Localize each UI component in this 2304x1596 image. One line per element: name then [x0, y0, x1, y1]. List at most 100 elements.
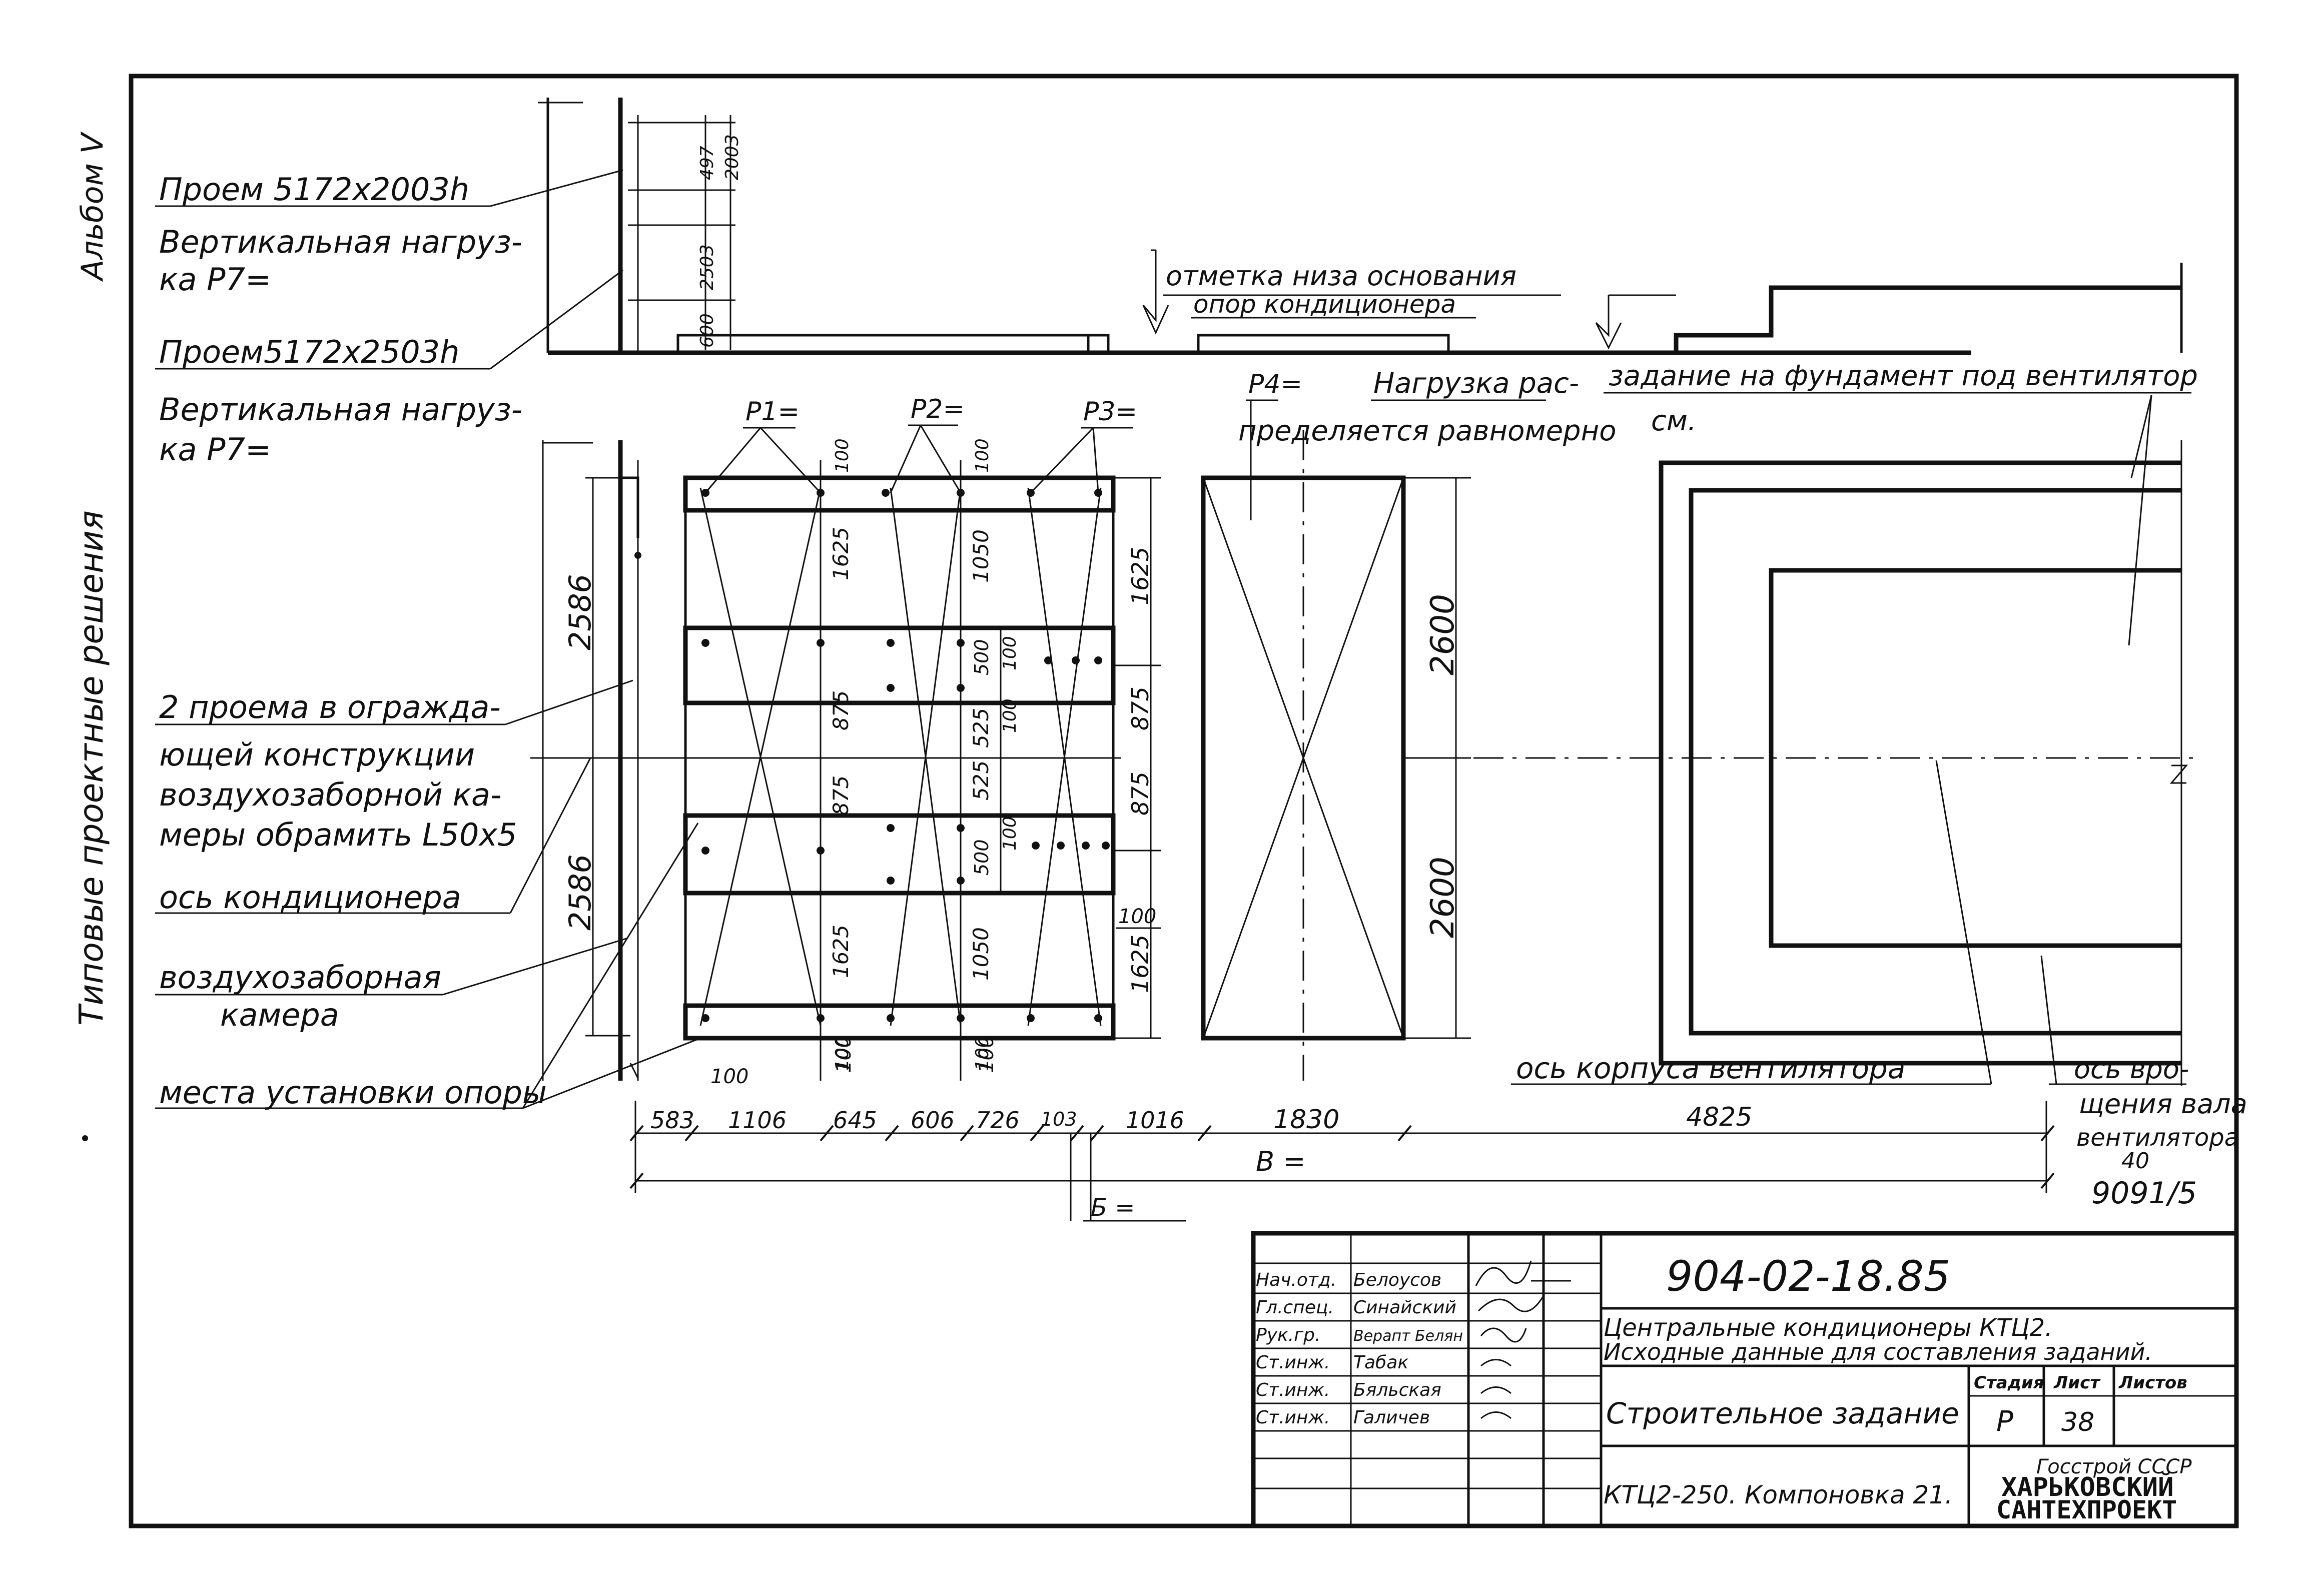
- label-p2: Р2=: [911, 394, 965, 424]
- note-fan1: задание на фундамент под вентилятор: [1609, 360, 2198, 392]
- note-frame4: меры обрамить L50x5: [159, 817, 517, 853]
- dim-103: 103: [1041, 1108, 1077, 1130]
- series-label: Типовые проектные решения: [72, 510, 111, 1026]
- note-frame3: воздухозаборной ка-: [159, 776, 501, 813]
- note-elev2: опор кондиционера: [1193, 290, 1456, 319]
- label-b: В =: [1256, 1146, 1305, 1177]
- note-shaft5: 9091/5: [2091, 1176, 2197, 1211]
- tb-role-2: Рук.гр.: [1256, 1325, 1320, 1345]
- tb-name-3: Табак: [1353, 1352, 1408, 1373]
- dim-500-a: 500: [971, 639, 993, 675]
- note-load1b: ка Р7=: [159, 261, 271, 298]
- label-p3: Р3=: [1083, 397, 1137, 427]
- note-opening1: Проем 5172x2003h: [159, 171, 469, 208]
- dim-100-b: 100: [972, 438, 993, 473]
- tb-sheet: 38: [2061, 1407, 2094, 1437]
- tb-code: 904-02-18.85: [1666, 1252, 1950, 1301]
- dim-525-a: 525: [969, 708, 993, 748]
- tb-name-1: Синайский: [1353, 1297, 1456, 1318]
- dim-2586-bottom: 2586: [563, 854, 598, 931]
- dim-1830: 1830: [1273, 1105, 1339, 1135]
- album-label: Альбом Ⅴ: [75, 131, 110, 282]
- p4-block: 2600 2600: [1201, 430, 1471, 1081]
- dim-497: 497: [697, 146, 717, 180]
- note-frame1: 2 проема в огражда-: [159, 689, 501, 725]
- note-p4-1: Нагрузка рас-: [1373, 367, 1579, 400]
- tb-name-5: Галичев: [1353, 1407, 1430, 1428]
- tb-role-1: Гл.спец.: [1256, 1297, 1334, 1318]
- tb-task: Строительное задание: [1606, 1396, 1959, 1430]
- plan-left-dims: 2586 2586: [530, 440, 650, 1081]
- tb-name-2: Верапт Белян: [1353, 1327, 1463, 1345]
- tb-role-5: Ст.инж.: [1256, 1407, 1330, 1428]
- dim-2003: 2003: [722, 134, 742, 180]
- dim-100-bot-b: 100: [833, 1035, 856, 1073]
- tb-desc1: Центральные кондиционеры КТЦ2.: [1604, 1314, 2052, 1342]
- tb-org1: Госстрой СССР: [2036, 1455, 2192, 1478]
- dim-606: 606: [911, 1107, 955, 1134]
- tb-role-4: Ст.инж.: [1256, 1380, 1330, 1400]
- note-supports: места установки опоры: [159, 1074, 547, 1111]
- dim-100-g: 100: [972, 1036, 993, 1071]
- note-fan2: см.: [1651, 405, 1697, 437]
- frame-right-dims: 1625 875 875 1625 100: [1113, 477, 1161, 1039]
- bottom-dims: Б = В = 583 1106 645 606 726 103 1016 18…: [629, 1035, 2055, 1222]
- note-fan-axis: ось корпуса вентилятора: [1516, 1051, 1905, 1085]
- note-load2b: ка Р7=: [159, 431, 271, 468]
- dim-100-d: 100: [1000, 698, 1020, 733]
- label-b6: Б =: [1091, 1194, 1135, 1222]
- label-p1: Р1=: [745, 397, 800, 427]
- dim-1625-a: 1625: [829, 527, 853, 580]
- dim-1050-a: 1050: [969, 529, 993, 583]
- note-shaft3: вентилятора: [2076, 1124, 2239, 1152]
- conditioner-frame: 1625 875 875 1625 1050 525 525 1050 500 …: [634, 438, 1121, 1081]
- note-shaft2: щения вала: [2079, 1088, 2247, 1120]
- dim-100-bot-a: 100: [710, 1065, 748, 1088]
- dim-4825: 4825: [1686, 1102, 1752, 1132]
- note-shaft4: 40: [2121, 1148, 2149, 1174]
- dim-100-a: 100: [832, 438, 853, 473]
- dim-875-b: 875: [829, 775, 853, 816]
- tb-stage-h: Стадия: [1974, 1373, 2044, 1393]
- dim-100-bot-c: 100: [975, 1035, 998, 1073]
- tb-name-4: Бяльская: [1353, 1380, 1441, 1400]
- note-p4-2: пределяется равномерно: [1238, 415, 1616, 447]
- dim-1050-b: 1050: [969, 927, 993, 981]
- dim-1625-b: 1625: [829, 925, 853, 978]
- dim-2503: 2503: [697, 244, 717, 290]
- dim-875-a: 875: [829, 690, 853, 730]
- note-load2: Вертикальная нагруз-: [159, 391, 522, 428]
- dim-100-e: 100: [1000, 816, 1020, 851]
- note-axis-cond: ось кондиционера: [159, 879, 461, 916]
- note-shaft1: ось вро-: [2074, 1053, 2189, 1085]
- tb-desc2: Исходные данные для составления заданий.: [1604, 1338, 2152, 1365]
- note-load1: Вертикальная нагруз-: [159, 224, 522, 260]
- dim-2586-top: 2586: [563, 574, 598, 650]
- dim-583: 583: [650, 1107, 694, 1134]
- dim-525-b: 525: [969, 760, 993, 801]
- tb-layout: КТЦ2-250. Компоновка 21.: [1604, 1480, 1953, 1509]
- tb-org2: ХАРЬКОВСКИЙ: [2001, 1472, 2173, 1502]
- dim-r-875-b: 875: [1127, 771, 1154, 816]
- tb-stage: Р: [1996, 1405, 2013, 1438]
- note-intake2: камера: [220, 997, 339, 1033]
- note-elev1: отметка низа основания: [1166, 260, 1516, 292]
- top-elevation: 497 2003 2503 600: [538, 98, 2183, 355]
- fan-foundation: [1473, 440, 2201, 1086]
- tb-role-0: Нач.отд.: [1256, 1270, 1336, 1290]
- note-opening2: Проем5172x2503h: [159, 334, 459, 370]
- dim-r-875-a: 875: [1127, 686, 1154, 730]
- dim-r-1625-a: 1625: [1127, 547, 1154, 605]
- sheet-frame: [129, 74, 2239, 1528]
- dim-2600-a: 2600: [1424, 594, 1461, 675]
- dim-2600-b: 2600: [1424, 857, 1461, 938]
- note-intake1: воздухозаборная: [159, 959, 441, 996]
- dim-r-1625-b: 1625: [1127, 935, 1154, 993]
- dim-1016: 1016: [1126, 1107, 1184, 1134]
- dim-600: 600: [697, 313, 717, 348]
- label-p4: Р4=: [1248, 369, 1302, 399]
- tb-role-3: Ст.инж.: [1256, 1352, 1330, 1373]
- dim-645: 645: [833, 1107, 877, 1134]
- note-frame2: ющей конструкции: [159, 736, 475, 773]
